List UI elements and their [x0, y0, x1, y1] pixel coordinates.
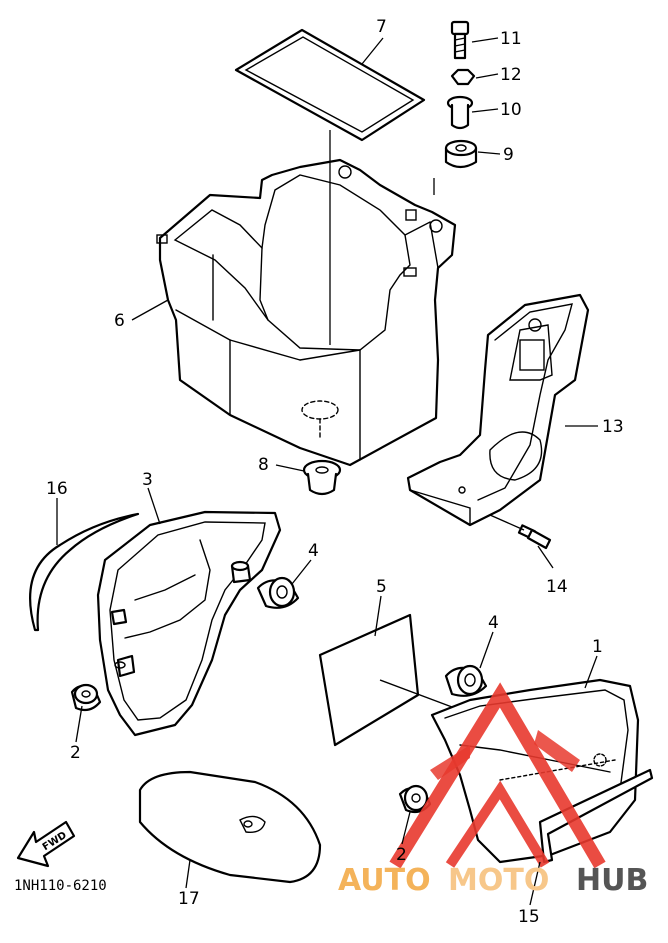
- part-1-right-side-cover: [430, 678, 640, 864]
- part-7-rubber-sheet: [234, 28, 426, 142]
- part-10-collar: [446, 95, 474, 130]
- callout-labels: 7 11 12 10 9 6 8 13 14 16 3 4 5 4 1 2 2 …: [46, 17, 624, 927]
- part-4-damper-upper: [256, 576, 300, 609]
- callout-2-right: 2: [396, 845, 407, 865]
- callout-8: 8: [258, 455, 269, 475]
- callout-9: 9: [503, 145, 514, 165]
- diagram-code: 1NH110-6210: [14, 878, 107, 894]
- part-2-damper-right: [398, 784, 432, 814]
- part-12-nut: [450, 68, 476, 86]
- part-6-battery-box: [156, 158, 457, 467]
- callout-7: 7: [376, 17, 387, 37]
- callout-12: 12: [500, 65, 522, 85]
- callout-17: 17: [178, 889, 200, 909]
- callout-2-left: 2: [70, 743, 81, 763]
- callout-5: 5: [376, 577, 387, 597]
- part-14-bolt: [517, 524, 552, 550]
- part-17-cover: [138, 770, 322, 884]
- watermark-part-auto: AUTO: [338, 863, 431, 898]
- watermark-text: AUTO MOTO HUB: [338, 863, 648, 898]
- callout-leaders: [56, 37, 598, 906]
- callout-13: 13: [602, 417, 624, 437]
- watermark-logo-mark: [389, 682, 606, 869]
- fwd-direction-arrow: FWD: [16, 820, 76, 868]
- part-3-left-side-cover: [96, 510, 282, 737]
- callout-15: 15: [518, 907, 540, 927]
- part-9-damper: [444, 139, 478, 169]
- part-16-stripe: [29, 512, 140, 632]
- callout-4-lower: 4: [488, 613, 499, 633]
- callout-4-upper: 4: [308, 541, 319, 561]
- callout-16: 16: [46, 479, 68, 499]
- callout-1: 1: [592, 637, 603, 657]
- callout-3: 3: [142, 470, 153, 490]
- callout-6: 6: [114, 311, 125, 331]
- part-13-bracket: [406, 293, 590, 527]
- part-4-damper-lower: [444, 664, 488, 697]
- callout-11: 11: [500, 29, 522, 49]
- part-2-damper-left: [70, 683, 102, 712]
- watermark-part-hub: HUB: [576, 863, 648, 898]
- watermark-part-moto: MOTO: [448, 863, 549, 898]
- part-5-emblem: [318, 613, 420, 747]
- callout-14: 14: [546, 577, 568, 597]
- callout-10: 10: [500, 100, 522, 120]
- part-11-bolt: [450, 20, 470, 60]
- part-8-grommet: [302, 459, 342, 496]
